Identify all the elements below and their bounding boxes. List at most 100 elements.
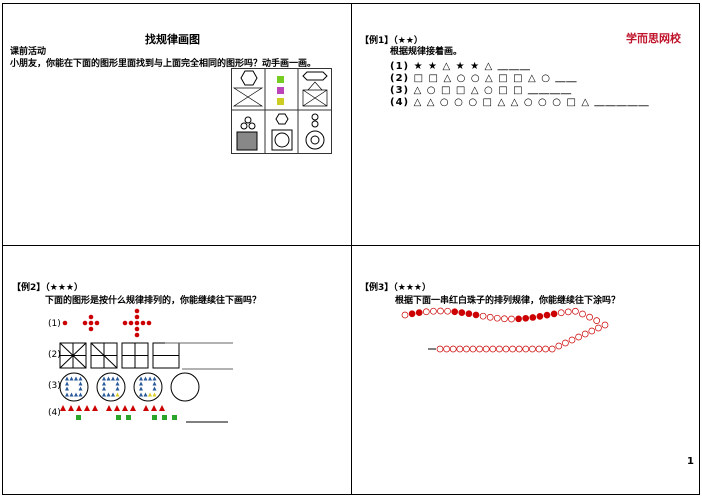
triangle-mark [106, 392, 111, 397]
triangle-mark [65, 381, 69, 386]
triangle-mark [102, 381, 106, 386]
triangle-mark [152, 376, 157, 381]
bead [595, 324, 602, 332]
bead [548, 345, 556, 353]
triangle-mark [115, 376, 120, 381]
triangle-mark [74, 392, 78, 397]
triangle-mark [102, 386, 106, 391]
red-dot [134, 314, 140, 320]
bead [486, 313, 494, 321]
triangle-mark [148, 392, 152, 397]
bead-string [401, 307, 609, 353]
triangle-mark [78, 376, 83, 381]
red-dot [134, 320, 140, 326]
triangle-mark [139, 386, 143, 391]
bead [458, 309, 466, 316]
triangle-mark [115, 381, 120, 386]
label-1: (1) [48, 319, 61, 329]
bead [469, 345, 477, 353]
figure-grid [231, 68, 332, 154]
example-2-heading: 【例2】（★★★） [12, 283, 83, 293]
bead [489, 345, 497, 353]
bead [451, 308, 459, 316]
red-dot [62, 320, 68, 326]
sequence-row-3: (3) △ ○ □ □ △ ○ □ □ ＿＿＿＿ [390, 85, 573, 96]
red-dot [146, 320, 152, 326]
example-3-prompt: 根据下面一串红白珠子的排列规律，你能继续往下涂吗？ [395, 296, 621, 306]
red-triangle [92, 405, 98, 411]
bead [463, 345, 470, 353]
triangle-mark [78, 386, 83, 391]
triangle-mark [115, 392, 120, 397]
circle-figure [59, 372, 89, 402]
bead [437, 307, 444, 315]
bead [557, 309, 565, 317]
triangle-mark [74, 376, 78, 381]
triangle-mark [111, 376, 115, 381]
bead [415, 309, 423, 317]
triangle-mark [148, 376, 152, 381]
triangle-mark [152, 381, 157, 386]
bead [456, 345, 464, 353]
activity-title: 找规律画图 [145, 33, 200, 46]
bead [536, 313, 544, 320]
panel-example-3 [351, 245, 700, 495]
bead [479, 312, 487, 320]
triangle-mark [143, 376, 148, 381]
red-triangle [159, 405, 165, 411]
bead [601, 321, 609, 329]
activity-prompt: 小朋友，你能在下面的图形里面找到与上面完全相同的图形吗？动手画一画。 [10, 59, 317, 69]
green-square [152, 415, 157, 420]
red-triangle [106, 405, 112, 411]
bead [422, 308, 430, 316]
bead [586, 313, 593, 321]
triangle-mark [78, 381, 83, 386]
bead [472, 311, 480, 319]
example-1-heading: 【例1】（★★） [360, 36, 423, 46]
label-4: (4) [48, 408, 61, 418]
bead [568, 336, 576, 344]
green-square [126, 415, 131, 420]
red-dot [122, 320, 128, 326]
triangle-mark [152, 386, 157, 391]
triangle-mark [139, 381, 143, 386]
triangle-mark [102, 376, 106, 381]
bead [408, 310, 416, 318]
triangle-mark [115, 386, 120, 391]
bead [515, 315, 522, 323]
example-3-heading: 【例3】（★★★） [360, 283, 431, 293]
triangle-mark [111, 392, 115, 397]
red-triangle [151, 405, 157, 411]
activity-subtitle: 课前活动 [10, 47, 47, 57]
bead [430, 307, 437, 315]
bead [482, 345, 490, 353]
bead [555, 342, 563, 350]
sequence-row-2: (2) □ □ △ ○ ○ △ □ □ △ ○ ＿＿ [390, 73, 578, 84]
green-square [172, 415, 177, 420]
red-triangle [143, 405, 149, 411]
bead [401, 311, 409, 319]
example-2-figures [59, 308, 233, 423]
label-2: (2) [48, 350, 61, 360]
red-dot [134, 332, 140, 338]
bead [465, 310, 473, 318]
bead [522, 314, 530, 322]
triangle-mark [106, 376, 111, 381]
triangle-mark [69, 392, 74, 397]
triangle-mark [78, 392, 83, 397]
red-triangle [68, 405, 74, 411]
bead [522, 345, 530, 353]
circle-figure [170, 372, 200, 402]
bead [436, 345, 444, 353]
bead [581, 330, 589, 338]
bead [535, 345, 543, 353]
brand-logo: 学而思网校 [626, 32, 681, 45]
green-square [76, 415, 81, 420]
red-dot [94, 320, 100, 326]
bead [508, 315, 515, 323]
red-dot [88, 314, 94, 320]
red-dot [82, 320, 88, 326]
bead [529, 314, 537, 321]
bead [509, 345, 516, 353]
